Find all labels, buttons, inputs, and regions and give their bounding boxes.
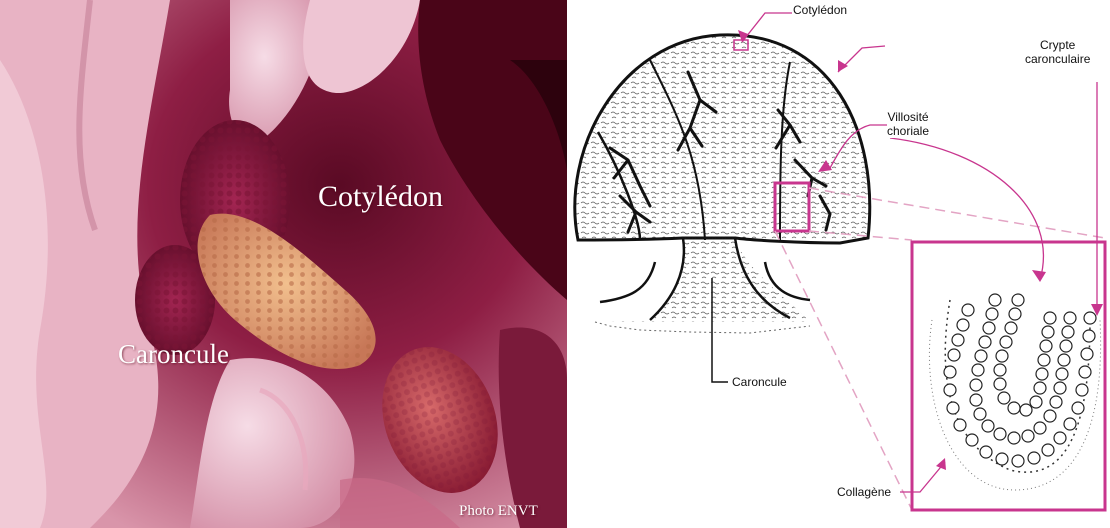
label-cotyledon: Cotylédon: [793, 3, 847, 17]
label-collagene: Collagène: [837, 485, 891, 499]
label-villosite-line2: choriale: [887, 124, 929, 138]
placentome-diagram: Cotylédon Villosité choriale Crypte caro…: [567, 0, 1110, 528]
cotyledon-cap: [575, 35, 870, 243]
label-crypte-line2: caronculaire: [1025, 52, 1090, 66]
photo-label-caroncule: Caroncule: [118, 339, 229, 370]
magnified-box: [912, 242, 1105, 510]
placentome-photo: Cotylédon Caroncule Photo ENVT: [0, 0, 567, 528]
caroncule-stalk: [610, 238, 810, 322]
photo-image: [0, 0, 567, 528]
photo-label-cotyledon: Cotylédon: [318, 180, 443, 214]
photo-credit: Photo ENVT: [459, 503, 538, 520]
label-villosite-line1: Villosité: [887, 110, 929, 124]
label-caroncule: Caroncule: [732, 375, 787, 389]
label-crypte-caronculaire: Crypte caronculaire: [1025, 38, 1090, 66]
diagram-drawing: [567, 0, 1110, 528]
label-villosite-choriale: Villosité choriale: [887, 110, 929, 138]
label-crypte-line1: Crypte: [1025, 38, 1090, 52]
